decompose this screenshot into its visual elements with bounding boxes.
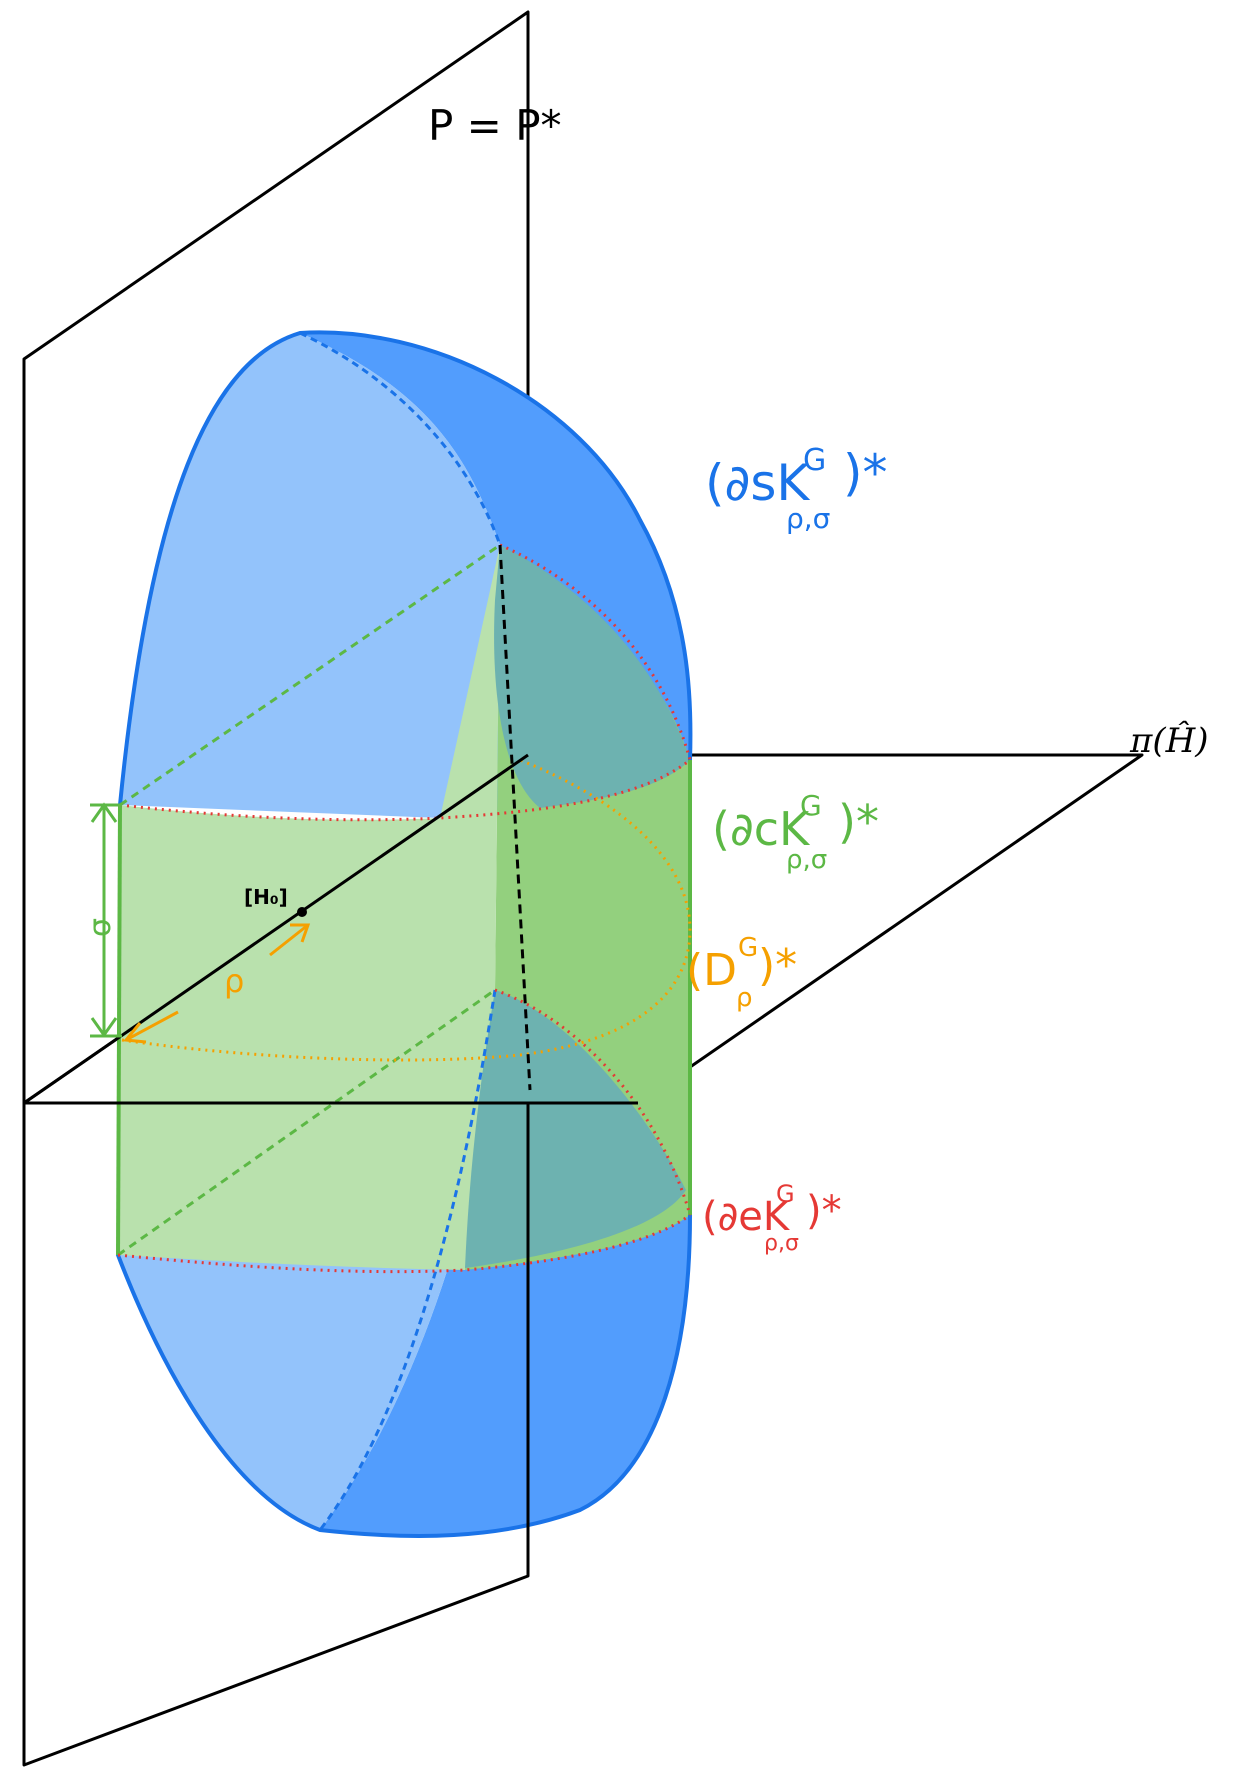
blue-meridian-dashed [299, 331, 502, 1531]
diagonal-axis [23, 753, 529, 1105]
label-disk-sup: G [738, 933, 758, 963]
label-boundary-e-close: )* [806, 1188, 842, 1234]
cylinder-left-edge [116, 804, 122, 1256]
green-dashed-top [119, 543, 501, 807]
label-disk-close: )* [758, 940, 797, 991]
label-boundary-c-close: )* [838, 795, 879, 849]
green-dashed-bottom [117, 988, 496, 1257]
rho-arrow-down-head [123, 1022, 147, 1044]
blue-cap-top-light [120, 333, 500, 818]
label-disk: (D G ρ )* [686, 933, 797, 1013]
red-bottom-back [494, 988, 692, 1216]
red-top-back [499, 543, 692, 761]
red-bottom-front [117, 1213, 691, 1274]
label-disk-sub: ρ [736, 983, 753, 1013]
label-boundary-e-sup: G [776, 1180, 795, 1208]
sigma-label: σ [83, 918, 118, 937]
center-label: [H₀] [244, 885, 288, 909]
label-boundary-s-sub: ρ,σ [786, 502, 830, 535]
orange-disk [121, 758, 692, 1062]
blue-contour-top [118, 330, 693, 807]
label-boundary-s-close: )* [843, 444, 888, 502]
label-boundary-e-sub: ρ,σ [764, 1231, 799, 1256]
blue-contour-bottom [116, 1213, 692, 1538]
rho-arrow-down [125, 1010, 179, 1042]
center-point [297, 907, 307, 917]
label-disk-main: (D [686, 945, 737, 996]
axis-label: π(Ĥ) [1129, 720, 1209, 761]
overlap-lower [465, 990, 686, 1268]
label-boundary-c: (∂cK G ρ,σ )* [712, 789, 879, 875]
blue-cap-bottom-dark [320, 1210, 690, 1536]
red-top-front [119, 758, 691, 822]
label-boundary-e-main: (∂eK [702, 1194, 791, 1240]
label-boundary-s-main: (∂sK [705, 454, 810, 512]
label-boundary-c-main: (∂cK [712, 802, 811, 856]
label-boundary-c-sup: G [800, 789, 822, 822]
label-boundary-s-sup: G [803, 443, 826, 478]
label-boundary-c-sub: ρ,σ [786, 845, 827, 875]
rho-arrow-up [269, 923, 309, 957]
label-boundary-s: (∂sK G ρ,σ )* [705, 443, 888, 535]
overlap-upper [494, 545, 690, 808]
rho-label: ρ [224, 962, 244, 1000]
blue-cap-bottom-light [118, 1210, 465, 1530]
vertical-axis-hidden [498, 544, 532, 1091]
plane-label: P = P* [428, 101, 562, 150]
label-boundary-e: (∂eK G ρ,σ )* [702, 1180, 842, 1256]
rho-arrow-up-head [290, 923, 311, 943]
